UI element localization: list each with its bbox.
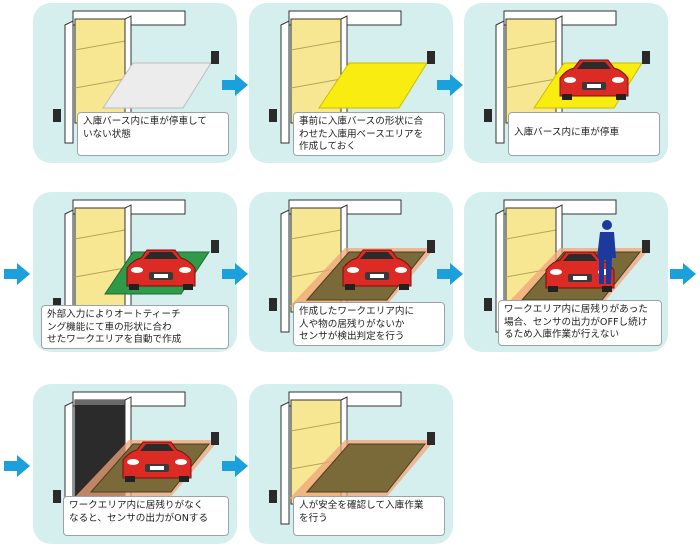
sensor-right bbox=[642, 240, 650, 253]
sensor-left bbox=[269, 298, 277, 311]
step-1-scene bbox=[53, 10, 219, 144]
car bbox=[559, 59, 629, 100]
person-icon bbox=[597, 220, 616, 284]
sensor-right bbox=[427, 240, 435, 253]
step-caption: 外部入力によりオートティーチ ング機能にて車の形状に合わ せたワークエリアを自動… bbox=[41, 305, 229, 349]
sensor-left bbox=[53, 490, 61, 503]
sensor-right bbox=[211, 432, 219, 445]
sensor-left bbox=[269, 109, 277, 122]
step-8-scene bbox=[269, 391, 435, 525]
right-arrow-icon bbox=[437, 74, 463, 96]
car bbox=[545, 251, 615, 292]
step-caption: 人が安全を確認して入庫作業 を行う bbox=[293, 496, 445, 536]
right-arrow-icon bbox=[222, 263, 248, 285]
sensor-right bbox=[427, 432, 435, 445]
sensor-left bbox=[269, 490, 277, 503]
step-caption: 作成したワークエリア内に 人や物の居残りがないか センサが検出判定を行う bbox=[293, 302, 445, 346]
step-8-panel: 人が安全を確認して入庫作業 を行う bbox=[249, 384, 453, 544]
step-3-panel: 入庫バース内に車が停車 bbox=[464, 3, 668, 163]
step-7-panel: ワークエリア内に居残りがなく なると、センサの出力がONする bbox=[33, 384, 237, 544]
step-caption: 入庫バース内に車が停車 bbox=[508, 112, 660, 156]
shutter bbox=[74, 207, 126, 313]
step-7-scene bbox=[53, 391, 219, 525]
car bbox=[122, 441, 192, 482]
right-arrow-icon bbox=[437, 263, 463, 285]
step-1-panel: 入庫バース内に車が停車して いない状態 bbox=[33, 3, 237, 163]
step-2-panel: 事前に入庫バースの形状に合 わせた入庫用ベースエリアを 作成しておく bbox=[249, 3, 453, 163]
step-caption: 事前に入庫バースの形状に合 わせた入庫用ベースエリアを 作成しておく bbox=[293, 112, 445, 156]
right-arrow-icon bbox=[4, 455, 30, 477]
work-area bbox=[305, 443, 427, 493]
car bbox=[126, 249, 196, 290]
right-arrow-icon bbox=[670, 263, 696, 285]
step-2-scene bbox=[269, 10, 435, 144]
sensor-left bbox=[484, 298, 492, 311]
step-4-scene bbox=[53, 199, 219, 333]
sensor-left bbox=[484, 109, 492, 122]
right-arrow-icon bbox=[4, 263, 30, 285]
step-3-scene bbox=[484, 10, 650, 144]
step-caption: 入庫バース内に車が停車して いない状態 bbox=[77, 112, 229, 156]
step-caption: ワークエリア内に居残りがなく なると、センサの出力がONする bbox=[63, 496, 229, 536]
sensor-right bbox=[211, 51, 219, 64]
step-4-panel: 外部入力によりオートティーチ ング機能にて車の形状に合わ せたワークエリアを自動… bbox=[33, 192, 237, 352]
car bbox=[342, 249, 412, 290]
sensor-right bbox=[642, 51, 650, 64]
right-arrow-icon bbox=[222, 455, 248, 477]
step-caption: ワークエリア内に居残りがあった 場合、センサの出力がOFFし続け るため入庫作業… bbox=[498, 300, 662, 346]
step-6-panel: ワークエリア内に居残りがあった 場合、センサの出力がOFFし続け るため入庫作業… bbox=[464, 192, 668, 352]
step-5-panel: 作成したワークエリア内に 人や物の居残りがないか センサが検出判定を行う bbox=[249, 192, 453, 352]
sensor-right bbox=[211, 240, 219, 253]
sensor-right bbox=[427, 51, 435, 64]
step-5-scene bbox=[269, 199, 435, 333]
sensor-left bbox=[53, 109, 61, 122]
right-arrow-icon bbox=[222, 74, 248, 96]
sensor-left bbox=[53, 298, 61, 311]
